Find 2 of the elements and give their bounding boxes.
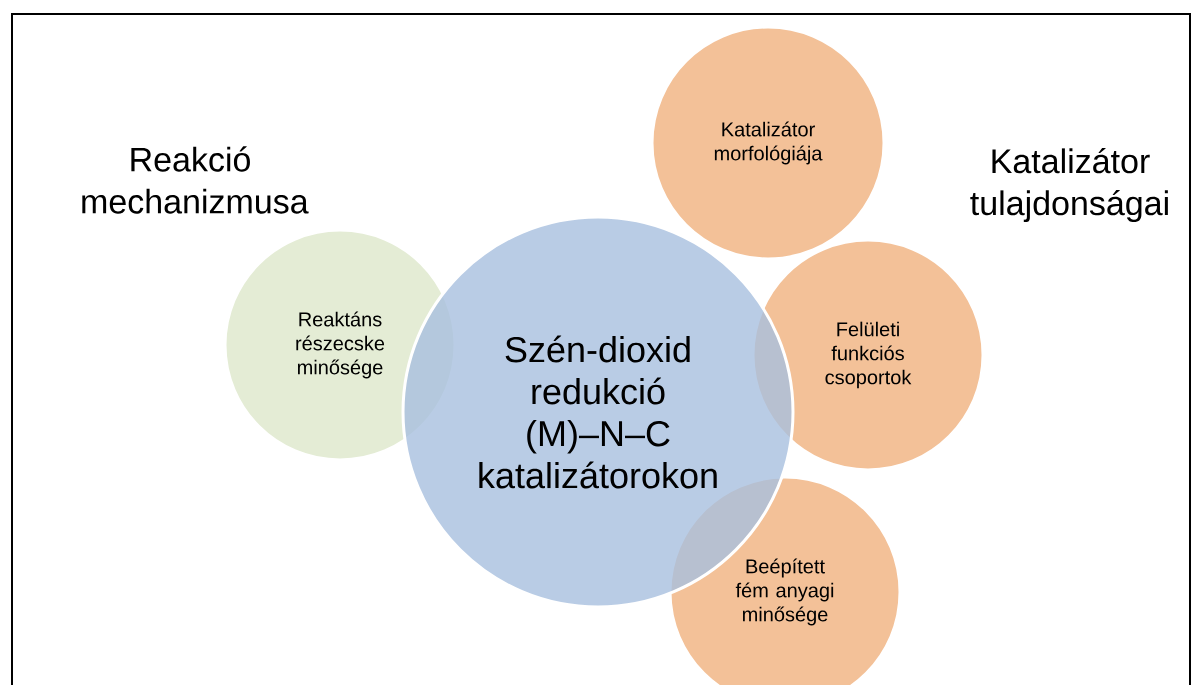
group-heading: Katalizátor tulajdonságai [970, 147, 1168, 223]
group-heading: Reakció mechanizmusa [82, 146, 309, 214]
